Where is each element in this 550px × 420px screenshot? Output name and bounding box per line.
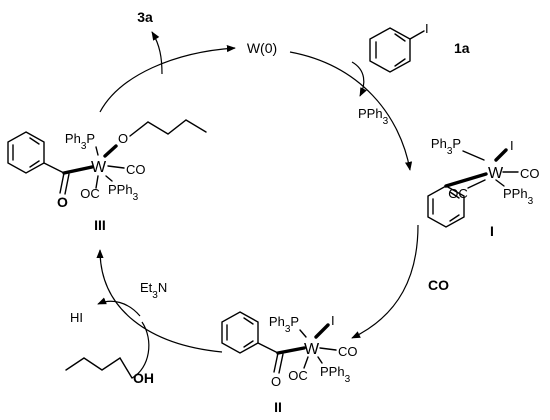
svg-text:PPh3: PPh3	[503, 186, 534, 207]
svg-text:OC: OC	[288, 368, 308, 383]
svg-text:Ph3P: Ph3P	[431, 136, 461, 157]
svg-text:PPh3: PPh3	[320, 364, 351, 385]
co-reagent-label: CO	[428, 277, 449, 293]
svg-text:W: W	[304, 341, 320, 358]
pph3-reagent-label: PPh3	[358, 106, 389, 127]
svg-text:CO: CO	[126, 162, 146, 177]
svg-text:O: O	[118, 131, 128, 146]
svg-text:CO: CO	[338, 344, 358, 359]
product-label: 3a	[137, 9, 153, 25]
svg-text:W: W	[488, 165, 504, 182]
svg-text:Ph3P: Ph3P	[65, 131, 95, 152]
hi-label: HI	[70, 310, 83, 325]
svg-text:I: I	[510, 138, 514, 153]
svg-text:CO: CO	[520, 166, 540, 181]
svg-text:OH: OH	[133, 370, 154, 386]
svg-text:O: O	[271, 374, 281, 389]
butanol-structure: OH	[65, 357, 154, 386]
svg-text:W: W	[91, 159, 107, 176]
catalyst-label: W(0)	[247, 40, 277, 56]
svg-text:I: I	[490, 223, 494, 239]
svg-text:III: III	[94, 217, 106, 233]
svg-text:I: I	[331, 313, 335, 328]
svg-text:PPh3: PPh3	[108, 182, 139, 203]
intermediate-II: O W Ph3P I CO OC PPh3 II	[221, 311, 358, 415]
iodobenzene-structure: I	[369, 21, 429, 73]
hi-release-arrow	[97, 297, 141, 317]
svg-text:O: O	[57, 194, 68, 210]
substrate-entry-arrow	[351, 61, 367, 97]
cycle-arc-I-to-II	[351, 224, 419, 339]
svg-text:II: II	[274, 399, 282, 415]
alcohol-entry-arrow	[131, 321, 150, 379]
cycle-arc-III-to-wo	[99, 44, 236, 113]
intermediate-III: O W Ph3P O CO OC PPh3 III	[7, 119, 207, 233]
svg-text:I: I	[425, 21, 429, 36]
substrate-label: 1a	[454, 40, 470, 56]
product-release-arrow	[151, 31, 163, 75]
cycle-arc-wo-to-I	[289, 51, 413, 171]
base-label: Et3N	[140, 280, 167, 301]
cycle-arc-II-to-III	[96, 249, 223, 353]
intermediate-I: Ph3P I W CO OC PPh3 I	[427, 136, 540, 239]
svg-text:Ph3P: Ph3P	[269, 314, 299, 335]
svg-text:OC: OC	[80, 186, 100, 201]
